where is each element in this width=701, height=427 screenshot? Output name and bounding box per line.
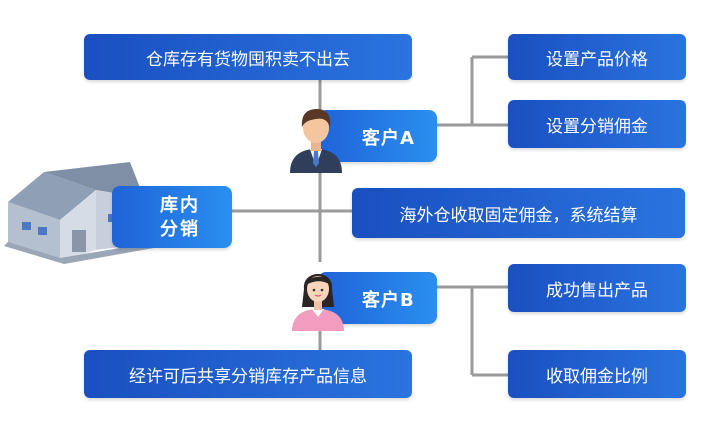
bottom-box-label: 经许可后共享分销库存产品信息	[129, 366, 367, 387]
woman-avatar-icon	[292, 274, 344, 331]
man-avatar-icon	[290, 109, 342, 173]
action-a2-box: 设置分销佣金	[508, 100, 686, 148]
action-b2-label: 收取佣金比例	[546, 366, 648, 387]
action-a1-label: 设置产品价格	[546, 49, 648, 70]
action-a2-label: 设置分销佣金	[546, 116, 648, 137]
customer-b-label: 客户B	[362, 290, 415, 311]
action-b1-label: 成功售出产品	[546, 280, 648, 301]
action-a1-box: 设置产品价格	[508, 34, 686, 80]
center-line-2: 分销	[160, 219, 200, 240]
bottom-box: 经许可后共享分销库存产品信息	[84, 350, 412, 398]
customer-a-box: 客户A	[318, 110, 437, 162]
center-box: 库内 分销	[112, 186, 232, 248]
action-b1-box: 成功售出产品	[508, 264, 686, 312]
middle-box: 海外仓收取固定佣金，系统结算	[352, 188, 685, 238]
top-box: 仓库存有货物囤积卖不出去	[84, 34, 412, 80]
customer-a-label: 客户A	[362, 128, 415, 149]
top-box-label: 仓库存有货物囤积卖不出去	[146, 49, 350, 70]
middle-box-label: 海外仓收取固定佣金，系统结算	[399, 205, 638, 226]
center-line-1: 库内	[160, 195, 200, 216]
action-b2-box: 收取佣金比例	[508, 350, 686, 398]
